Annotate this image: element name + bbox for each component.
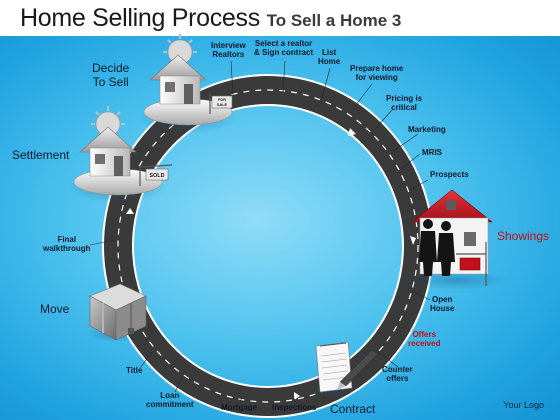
stage-decide-line1: Decide xyxy=(92,61,130,75)
moving-box-icon xyxy=(86,283,147,342)
sold-text: SOLD xyxy=(149,173,164,179)
step-loan-l2: commitment xyxy=(146,400,194,410)
step-mortgage: Mortgage xyxy=(221,403,257,412)
for-sale-text-1: FOR xyxy=(218,98,226,102)
leader-lines xyxy=(89,60,431,404)
step-loan-l1: Loan xyxy=(160,391,180,400)
step-open-house-l2: House xyxy=(430,304,455,314)
step-prepare-l1: Prepare home xyxy=(350,64,404,73)
for-sale-sign: FOR SALE xyxy=(209,94,233,114)
road-ring xyxy=(102,74,434,418)
step-marketing: Marketing xyxy=(408,125,446,134)
step-counter-l1: Counter xyxy=(382,365,413,374)
title-bar: Home Selling Process To Sell a Home 3 xyxy=(0,0,560,36)
house-icon xyxy=(149,54,207,105)
house-icon xyxy=(79,126,137,177)
decide-house: FOR SALE xyxy=(138,34,238,134)
step-offers-l1: Offers xyxy=(412,330,437,339)
road-arrow-4 xyxy=(126,208,134,214)
for-sale-text-2: SALE xyxy=(217,103,228,107)
title-sub-text: To Sell a Home 3 xyxy=(266,11,402,30)
title-main-text: Home Selling Process xyxy=(20,4,260,32)
red-house-icon xyxy=(403,189,507,290)
road-arrow-3 xyxy=(294,392,300,400)
page-title: Home Selling Process To Sell a Home 3 xyxy=(20,4,401,33)
step-pricing-l1: Pricing is xyxy=(386,94,423,103)
step-final-l1: Final xyxy=(57,235,77,244)
road-arrows xyxy=(126,128,416,400)
stage-label-showings: Showings xyxy=(497,229,550,243)
step-mris: MRIS xyxy=(422,148,442,157)
notepad-pen-icon xyxy=(306,341,379,398)
stage-decide-line2: To Sell xyxy=(92,74,129,89)
step-prepare-l2: for viewing xyxy=(355,73,398,83)
step-pricing-l2: critical xyxy=(391,103,417,113)
road-arrow-1 xyxy=(348,128,356,136)
step-counter-l2: offers xyxy=(386,374,409,384)
stage-label-contract: Contract xyxy=(330,402,376,416)
logo-text: Your Logo xyxy=(503,400,544,410)
step-select-l2: & Sign contract xyxy=(254,48,314,58)
settlement-house: SOLD xyxy=(68,106,173,203)
sun-icon xyxy=(163,34,197,65)
step-title: Title xyxy=(126,366,143,375)
step-select: Select a realtor& Sign contract xyxy=(254,39,313,57)
agents-icon xyxy=(419,219,455,276)
step-interview-l1: Interview xyxy=(211,41,246,50)
step-inspections: Inspections xyxy=(272,403,317,412)
stage-label-move: Move xyxy=(40,302,70,316)
sold-sign: SOLD xyxy=(139,164,173,186)
step-open-house-l1: Open xyxy=(432,295,453,304)
road-arrow-2 xyxy=(410,236,416,245)
step-select-l1: Select a realtor xyxy=(254,39,313,48)
step-list-l1: List xyxy=(322,48,337,57)
step-offers-l2: received xyxy=(408,339,441,349)
step-final-l2: walkthrough xyxy=(43,244,91,254)
step-interview-l2: Realtors xyxy=(212,50,245,60)
step-prospects: Prospects xyxy=(430,170,469,179)
step-list-l2: Home xyxy=(318,57,341,67)
stage-label-settlement: Settlement xyxy=(12,148,70,162)
